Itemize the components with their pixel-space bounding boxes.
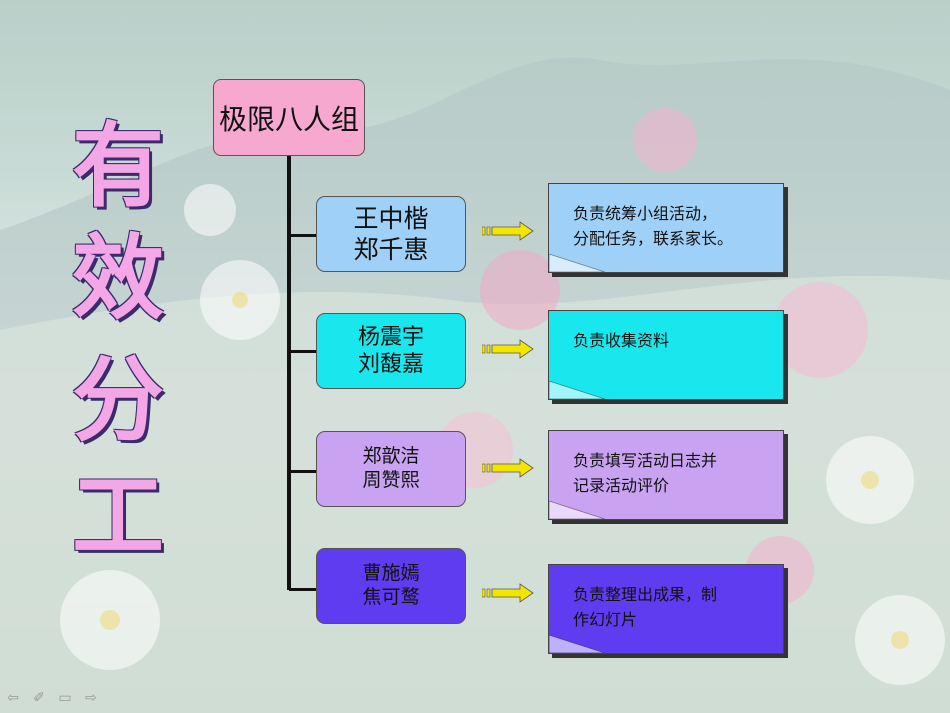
task-text: 作幻灯片	[573, 609, 638, 629]
title-char-2: 效	[71, 224, 164, 332]
title-char-1: 有	[71, 112, 164, 220]
member-box-1: 王中楷 郑千惠	[316, 196, 466, 272]
arrow-icon	[482, 339, 534, 359]
member-box-3: 郑歆洁 周赞熙	[316, 431, 466, 507]
connector-branch-1	[289, 234, 317, 237]
task-note-1: 负责统筹小组活动， 分配任务，联系家长。	[548, 183, 784, 273]
task-text: 记录活动评价	[573, 475, 670, 495]
arrow-icon	[482, 221, 534, 241]
title-char-3: 分	[71, 346, 164, 454]
task-note-4: 负责整理出成果，制 作幻灯片	[548, 564, 784, 654]
member-name: 曹施嫣	[362, 562, 420, 585]
connector-trunk	[287, 156, 291, 590]
connector-branch-4	[289, 588, 317, 591]
member-name: 刘馥嘉	[357, 352, 424, 377]
next-icon[interactable]: ⇨	[85, 690, 97, 706]
task-text: 负责统筹小组活动，	[573, 204, 718, 223]
connector-branch-2	[289, 350, 317, 353]
member-name: 焦可鹜	[362, 586, 420, 608]
page-fold-icon	[549, 635, 605, 653]
connector-branch-3	[289, 470, 317, 473]
member-name: 郑歆洁	[362, 445, 420, 468]
member-box-2: 杨震宇 刘馥嘉	[316, 313, 466, 389]
root-node: 极限八人组	[213, 79, 365, 156]
member-box-4: 曹施嫣 焦可鹜	[316, 548, 466, 624]
prev-icon[interactable]: ⇦	[7, 690, 19, 706]
pen-icon[interactable]: ✐	[33, 690, 45, 706]
task-note-3: 负责填写活动日志并 记录活动评价	[548, 430, 784, 520]
member-name: 杨震宇	[357, 324, 424, 350]
arrow-icon	[482, 458, 534, 478]
task-text: 分配任务，联系家长。	[573, 228, 734, 248]
task-text: 负责收集资料	[573, 331, 670, 350]
page-fold-icon	[549, 254, 605, 272]
menu-icon[interactable]: ▭	[58, 690, 72, 706]
member-name: 王中楷	[353, 203, 429, 233]
title-char-4: 工	[71, 462, 164, 570]
page-fold-icon	[549, 381, 605, 399]
task-text: 负责填写活动日志并	[573, 451, 718, 470]
arrow-icon	[482, 583, 534, 603]
task-note-2: 负责收集资料	[548, 310, 784, 400]
member-name: 周赞熙	[362, 469, 420, 491]
page-fold-icon	[549, 501, 605, 519]
slideshow-nav: ⇦ ✐ ▭ ⇨	[4, 690, 100, 706]
task-text: 负责整理出成果，制	[573, 585, 718, 604]
member-name: 郑千惠	[353, 235, 429, 264]
